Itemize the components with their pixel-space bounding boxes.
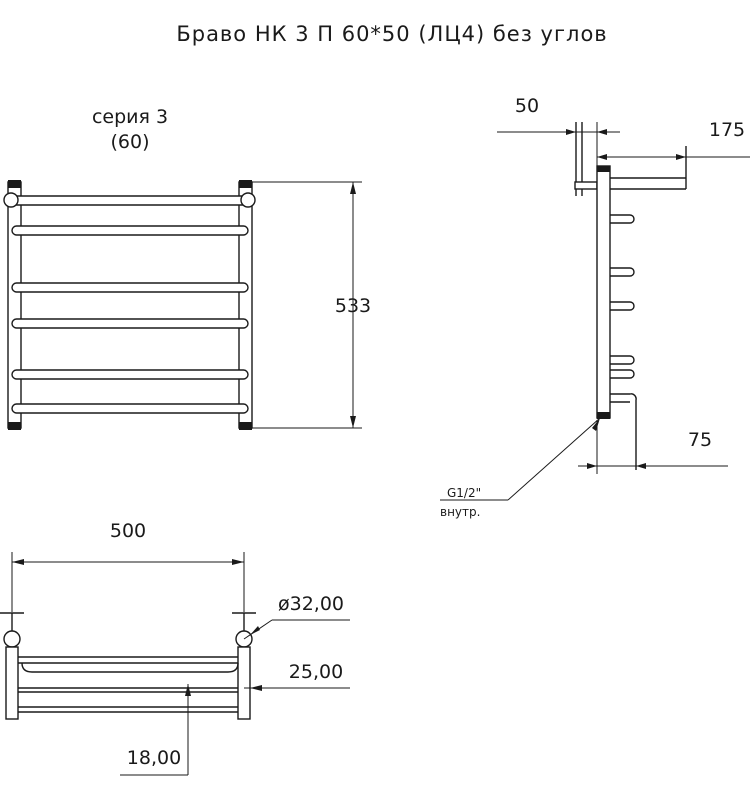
height-label: 533	[335, 295, 371, 317]
right-post	[238, 181, 253, 429]
rung-1	[11, 225, 249, 236]
thread-label: G1/2"	[447, 486, 481, 500]
side-rung-4	[610, 355, 635, 365]
height-arrow-top	[350, 182, 356, 194]
right-post-cap	[239, 180, 252, 188]
depth-label: 175	[709, 119, 745, 141]
side-rung-1	[610, 214, 635, 224]
right-post-foot	[239, 422, 252, 430]
left-post	[7, 181, 22, 429]
bottom-depth-label: 75	[688, 429, 712, 451]
left-post-foot	[8, 422, 21, 430]
bottom-arrow-left	[587, 463, 597, 469]
right-mount-circle	[240, 192, 256, 208]
width-arrow-right	[232, 559, 244, 565]
drawing-title: Браво НК 3 П 60*50 (ЛЦ4) без углов	[176, 22, 607, 46]
side-bottom-pipe	[610, 393, 637, 470]
left-mount-circle	[3, 192, 19, 208]
thread-leader	[507, 417, 601, 501]
left-rail	[5, 646, 19, 720]
offset-label: 50	[515, 95, 539, 117]
shelf-label: 18,00	[127, 747, 181, 769]
diameter-label: ø32,00	[278, 593, 344, 615]
thread-arrow	[592, 418, 600, 431]
side-post-foot	[597, 412, 610, 419]
rung-4	[11, 369, 249, 380]
width-label: 500	[110, 520, 146, 542]
side-post-cap	[597, 166, 610, 172]
thread-note: внутр.	[440, 505, 480, 519]
series-label: серия 3	[92, 106, 168, 128]
depth-arrow-left	[597, 154, 607, 160]
side-post	[596, 165, 611, 419]
series-size-label: (60)	[110, 131, 149, 153]
left-post-circle	[3, 630, 21, 648]
top-view: 500 ø32,00 25,00 18,00	[0, 520, 350, 776]
right-rail	[237, 646, 251, 720]
bottom-arrow-right	[636, 463, 646, 469]
side-rung-5	[610, 369, 635, 379]
depth-arrow-right	[676, 154, 686, 160]
top-shelf-bar	[7, 195, 253, 206]
side-rung-3	[610, 301, 635, 311]
offset-arrow-left	[566, 129, 576, 135]
diameter-arrow	[250, 626, 260, 635]
shelf-arrow	[185, 684, 191, 696]
front-view: 533	[3, 180, 371, 430]
shelf-outline	[18, 656, 239, 673]
offset-arrow-right	[597, 129, 607, 135]
side-rung-2	[610, 267, 635, 277]
pipe-label: 25,00	[289, 661, 343, 683]
wall-bracket	[574, 181, 598, 190]
rung-5	[11, 403, 249, 414]
left-post-cap	[8, 180, 21, 188]
pipe-arrow	[250, 685, 262, 691]
rung-2	[11, 282, 249, 293]
width-arrow-left	[12, 559, 24, 565]
height-arrow-bottom	[350, 416, 356, 428]
side-view: 50 175 75 G1/2" внутр.	[440, 95, 750, 519]
rung-3	[11, 318, 249, 329]
